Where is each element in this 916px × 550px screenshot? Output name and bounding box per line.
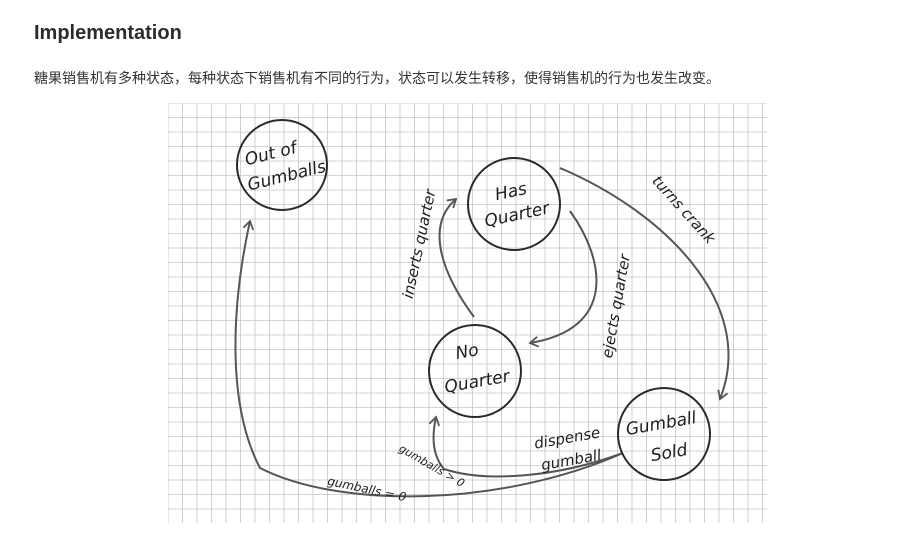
inserts-quarter-label: inserts quarter bbox=[399, 187, 440, 300]
turns-crank-label: turns crank bbox=[648, 172, 719, 249]
state-diagram: Out of Gumballs Has Quarter No Quarter G… bbox=[167, 102, 767, 523]
graph-paper-grid bbox=[167, 102, 767, 523]
section-description: 糖果销售机有多种状态，每种状态下销售机有不同的行为，状态可以发生转移，使得销售机… bbox=[34, 71, 720, 87]
state-has-quarter: Has Quarter bbox=[467, 157, 561, 251]
no-quarter-line1: No bbox=[454, 340, 480, 364]
gumballs-gt-0-label: gumballs > 0 bbox=[397, 442, 467, 490]
gumballs-gt-0-arrow bbox=[428, 415, 624, 478]
gumballs-eq-0-arrow bbox=[234, 219, 624, 498]
section-heading: Implementation bbox=[34, 22, 182, 44]
state-out-of-gumballs: Out of Gumballs bbox=[236, 119, 328, 211]
has-quarter-line1: Has bbox=[493, 179, 529, 205]
state-gumball-sold: Gumball Sold bbox=[617, 387, 711, 481]
state-no-quarter: No Quarter bbox=[428, 324, 522, 418]
ejects-quarter-arrow bbox=[528, 210, 598, 348]
has-quarter-line2: Quarter bbox=[483, 198, 552, 231]
inserts-quarter-arrow bbox=[438, 197, 475, 318]
gumball-sold-line2: Sold bbox=[649, 440, 689, 466]
gumballs-eq-0-label: gumballs = 0 bbox=[326, 474, 408, 504]
turns-crank-arrow bbox=[559, 167, 730, 401]
